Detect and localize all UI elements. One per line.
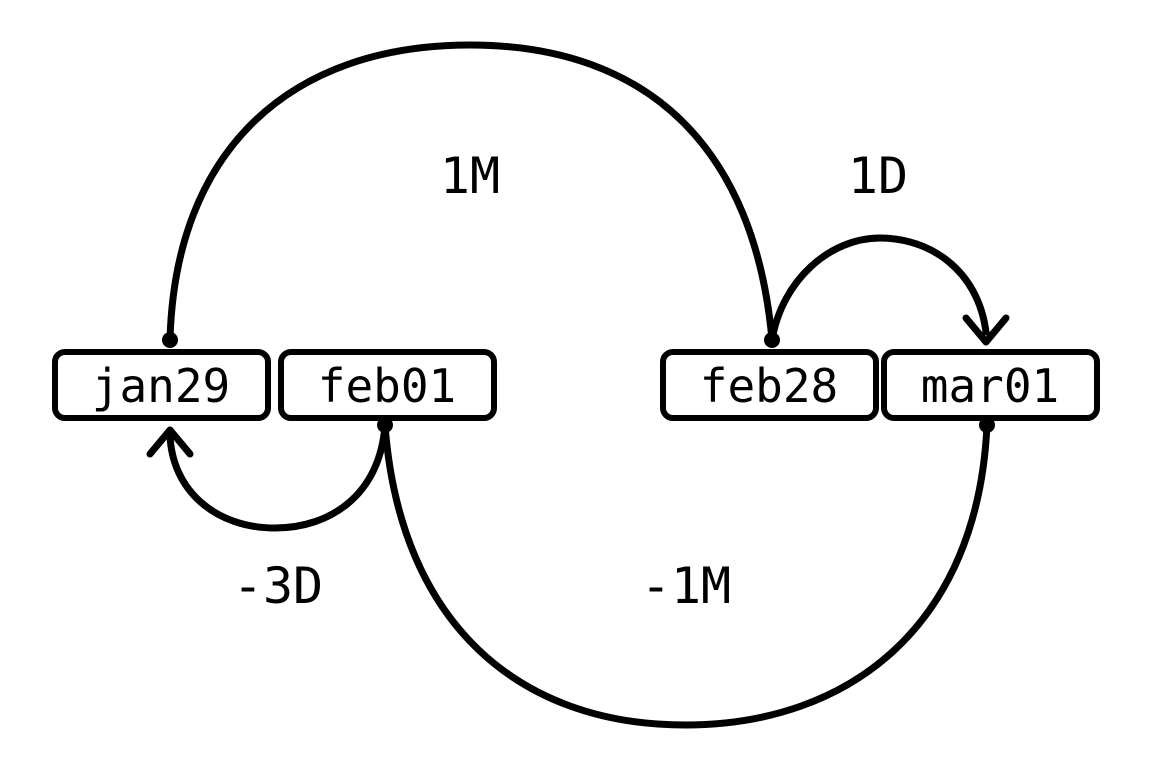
edge-jan29-feb28 <box>166 41 776 344</box>
edge-label-1m: 1M <box>440 147 500 205</box>
node-feb01-box <box>278 349 497 421</box>
edge-feb28-mar01 <box>768 234 1010 346</box>
node-mar01-box <box>881 349 1100 421</box>
node-feb28: feb28 <box>660 349 879 421</box>
arrowhead-1d-icon <box>962 314 1010 346</box>
node-mar01-label: mar01 <box>921 359 1059 413</box>
dot-feb28-top <box>764 332 780 348</box>
edge-mar01-feb01 <box>381 421 991 729</box>
dot-jan29-top <box>162 332 178 348</box>
node-jan29: jan29 <box>52 349 271 421</box>
node-jan29-box <box>52 349 271 421</box>
arc-minus-3d <box>166 421 389 532</box>
node-jan29-label: jan29 <box>92 359 230 413</box>
arc-1m <box>166 41 776 344</box>
node-feb01: feb01 <box>278 349 497 421</box>
node-feb28-label: feb28 <box>700 359 838 413</box>
edge-feb01-jan29 <box>146 421 389 532</box>
edge-label-minus-3d: -3D <box>233 557 323 615</box>
arc-1d <box>768 234 990 344</box>
node-feb01-label: feb01 <box>318 359 456 413</box>
arc-minus-1m <box>381 421 991 729</box>
node-mar01: mar01 <box>881 349 1100 421</box>
edge-label-minus-1m: -1M <box>641 557 731 615</box>
edge-label-1d: 1D <box>848 147 908 205</box>
node-feb28-box <box>660 349 879 421</box>
arrowhead-minus-3d-icon <box>146 426 194 458</box>
